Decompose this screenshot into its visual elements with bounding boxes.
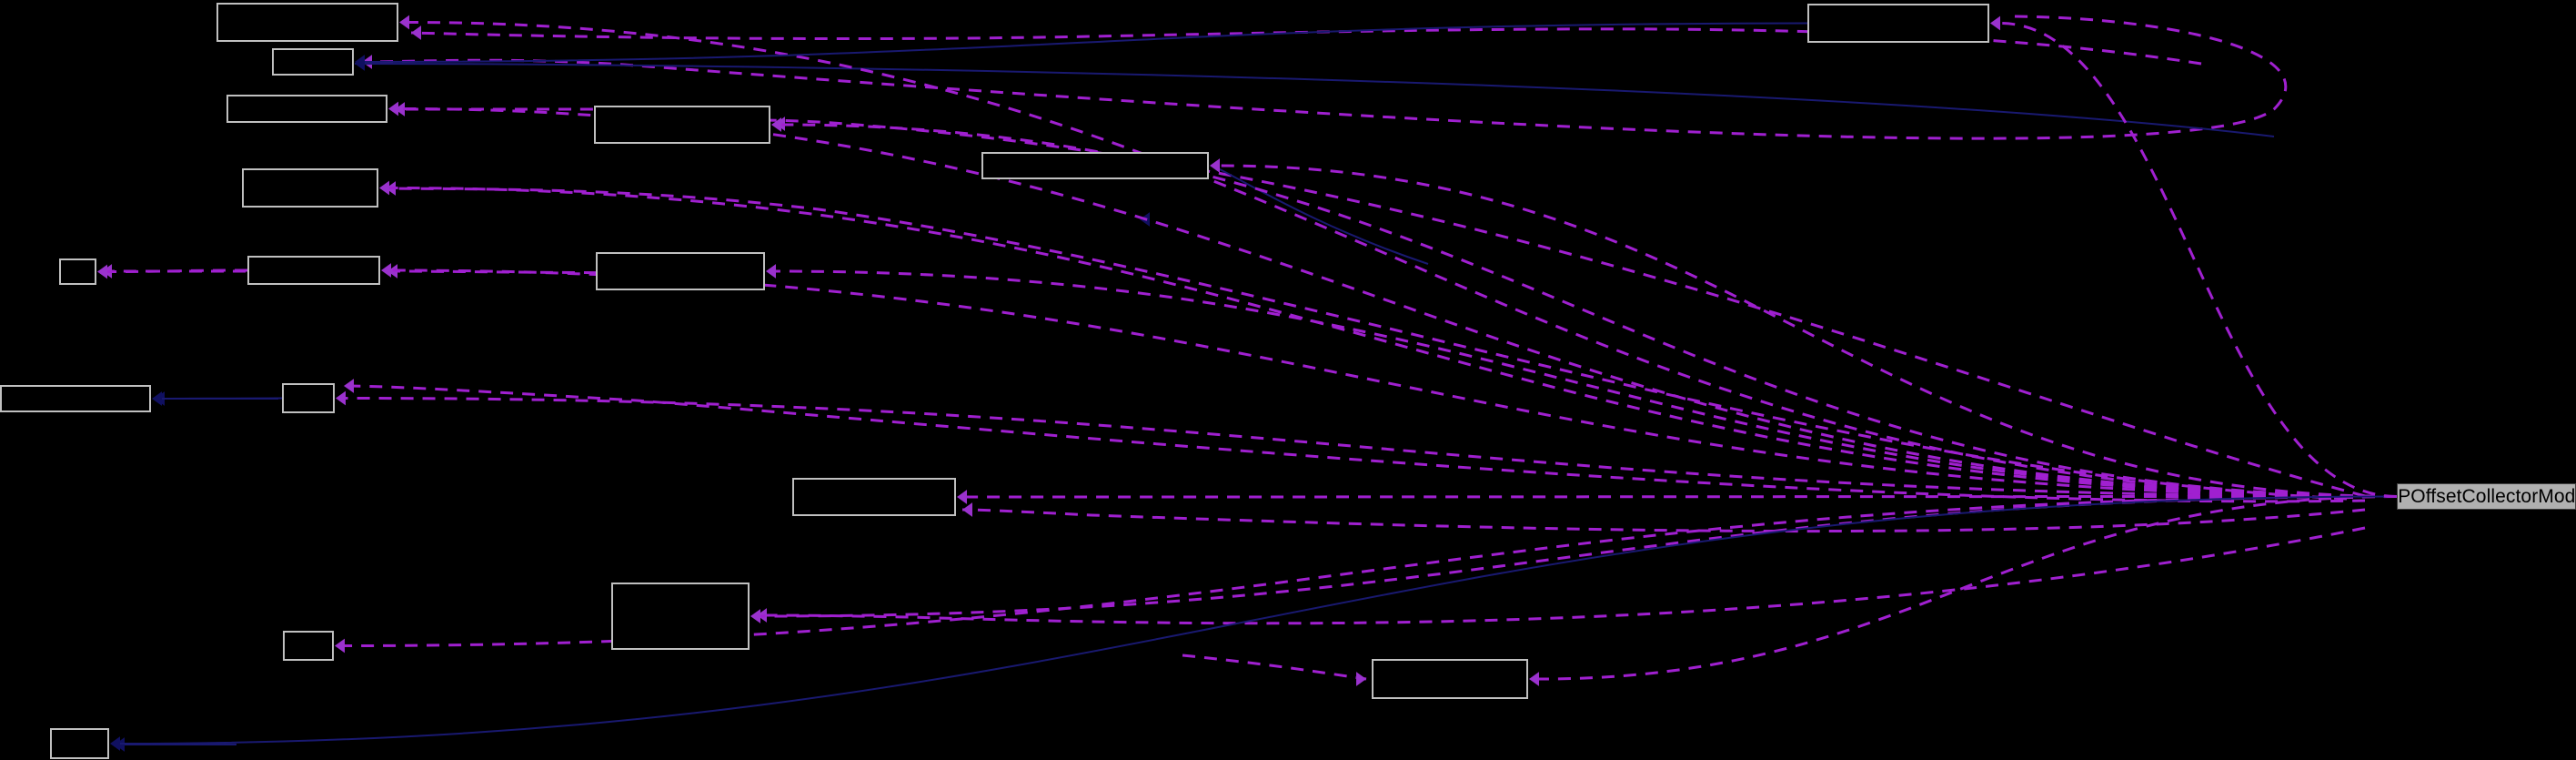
- arrowhead-n17-to-n10: [336, 390, 346, 406]
- edge-n17-to-n8: [1219, 164, 2398, 498]
- arrowhead-n16-to-n1: [355, 55, 365, 69]
- edge-n17-to-n16: [1999, 22, 2398, 498]
- arrowhead-n17-to-n11: [957, 490, 967, 504]
- e-to-n12: [756, 526, 2366, 625]
- graph-node-label: TOPOffsetCollectorModule: [2398, 486, 2576, 507]
- arrowhead-n17-to-n6: [771, 117, 781, 132]
- arrowhead-n17-to-n14: [1529, 672, 1539, 686]
- e-blue-n1-arrowhead: [355, 56, 365, 71]
- graph-node-n5[interactable]: [247, 256, 380, 285]
- edge-n17-to-n14: [1538, 495, 2398, 681]
- arrowhead-n5-to-n4: [97, 264, 107, 279]
- e-to-n6-arrowhead: [775, 117, 785, 131]
- graph-node-n1[interactable]: [272, 48, 354, 76]
- e-to-n3: [385, 187, 2348, 501]
- e-blue-n15-arrowhead: [115, 737, 125, 752]
- e-hub-fan-1: [343, 384, 2366, 503]
- edge-n17-to-n12: [760, 495, 2398, 618]
- edge-n5-to-n4: [106, 269, 248, 273]
- e-to-n2-arrowhead: [395, 102, 405, 117]
- graph-node-n2[interactable]: [226, 95, 387, 123]
- arrowhead-n17-to-n12: [750, 609, 760, 623]
- edge-n17-to-n3: [388, 187, 2398, 498]
- arrowhead-n17-to-n8: [1210, 158, 1220, 173]
- edge-n17-to-n7: [775, 269, 2398, 498]
- arrowhead-n17-to-n13: [335, 638, 345, 654]
- arrowhead-n17-to-n7: [766, 264, 776, 279]
- edge-n10-to-n9: [161, 397, 283, 400]
- e-to-n11-arrowhead: [962, 502, 972, 517]
- e-blue-n9-arrowhead: [155, 391, 165, 406]
- e-to-n14: [1182, 654, 1367, 681]
- e-to-n3-arrowhead: [386, 181, 396, 196]
- graph-node-n16[interactable]: [1807, 4, 1989, 43]
- arrowhead-n10-to-n9: [152, 391, 162, 406]
- e-to-n8: [1215, 167, 1429, 265]
- arrowhead-n17-to-n2: [388, 101, 398, 117]
- edge-n17-to-n11: [966, 495, 2398, 499]
- graph-node-n13[interactable]: [283, 631, 334, 661]
- graph-node-n9[interactable]: [0, 385, 151, 412]
- graph-node-n10[interactable]: [282, 383, 335, 413]
- graph-node-n3[interactable]: [242, 168, 378, 208]
- graph-node-n7[interactable]: [596, 252, 765, 290]
- graph-node-n4[interactable]: [59, 258, 96, 285]
- arrowhead-n17-to-n5: [381, 263, 391, 278]
- edge-group: [97, 15, 2398, 752]
- e-top-right-to-n0-arrowhead: [411, 25, 421, 40]
- graph-node-n14[interactable]: [1372, 659, 1528, 699]
- graph-node-n12[interactable]: [611, 583, 750, 650]
- edge-n17-to-n5: [390, 269, 2398, 498]
- e-to-n11: [961, 508, 2366, 533]
- e-to-n14-arrowhead: [1356, 672, 1366, 686]
- e-to-n6: [665, 118, 2366, 498]
- edge-n17-to-n15: [119, 495, 2398, 745]
- edge-n16-to-n1: [364, 22, 1808, 63]
- edge-n17-to-n10: [345, 397, 2398, 498]
- e-to-n12-arrowhead: [757, 608, 767, 623]
- arrowhead-n17-to-n0: [399, 15, 409, 30]
- arrowhead-n17-to-n16: [1990, 15, 2000, 31]
- edge-n17-to-n2: [397, 107, 2398, 498]
- edge-n17-to-n6: [780, 123, 2398, 498]
- arrowhead-n17-to-n3: [379, 180, 389, 196]
- graph-node-topoffsetcollectormodule[interactable]: TOPOffsetCollectorModule: [2397, 483, 2576, 510]
- graph-node-n6[interactable]: [594, 106, 770, 144]
- e-to-n4-arrowhead: [102, 264, 112, 279]
- graph-node-n11[interactable]: [792, 478, 956, 516]
- graph-node-n0[interactable]: [216, 3, 398, 42]
- e-to-n5-arrowhead: [387, 264, 397, 279]
- graph-node-n8[interactable]: [981, 152, 1209, 179]
- arrowhead-n17-to-n15: [110, 736, 120, 751]
- e-n16-to-n1-arrowhead: [362, 55, 372, 69]
- graph-node-n15[interactable]: [50, 728, 109, 759]
- e-hub-fan-1-arrowhead: [344, 379, 354, 393]
- e-to-n8-arrowhead: [1140, 212, 1150, 227]
